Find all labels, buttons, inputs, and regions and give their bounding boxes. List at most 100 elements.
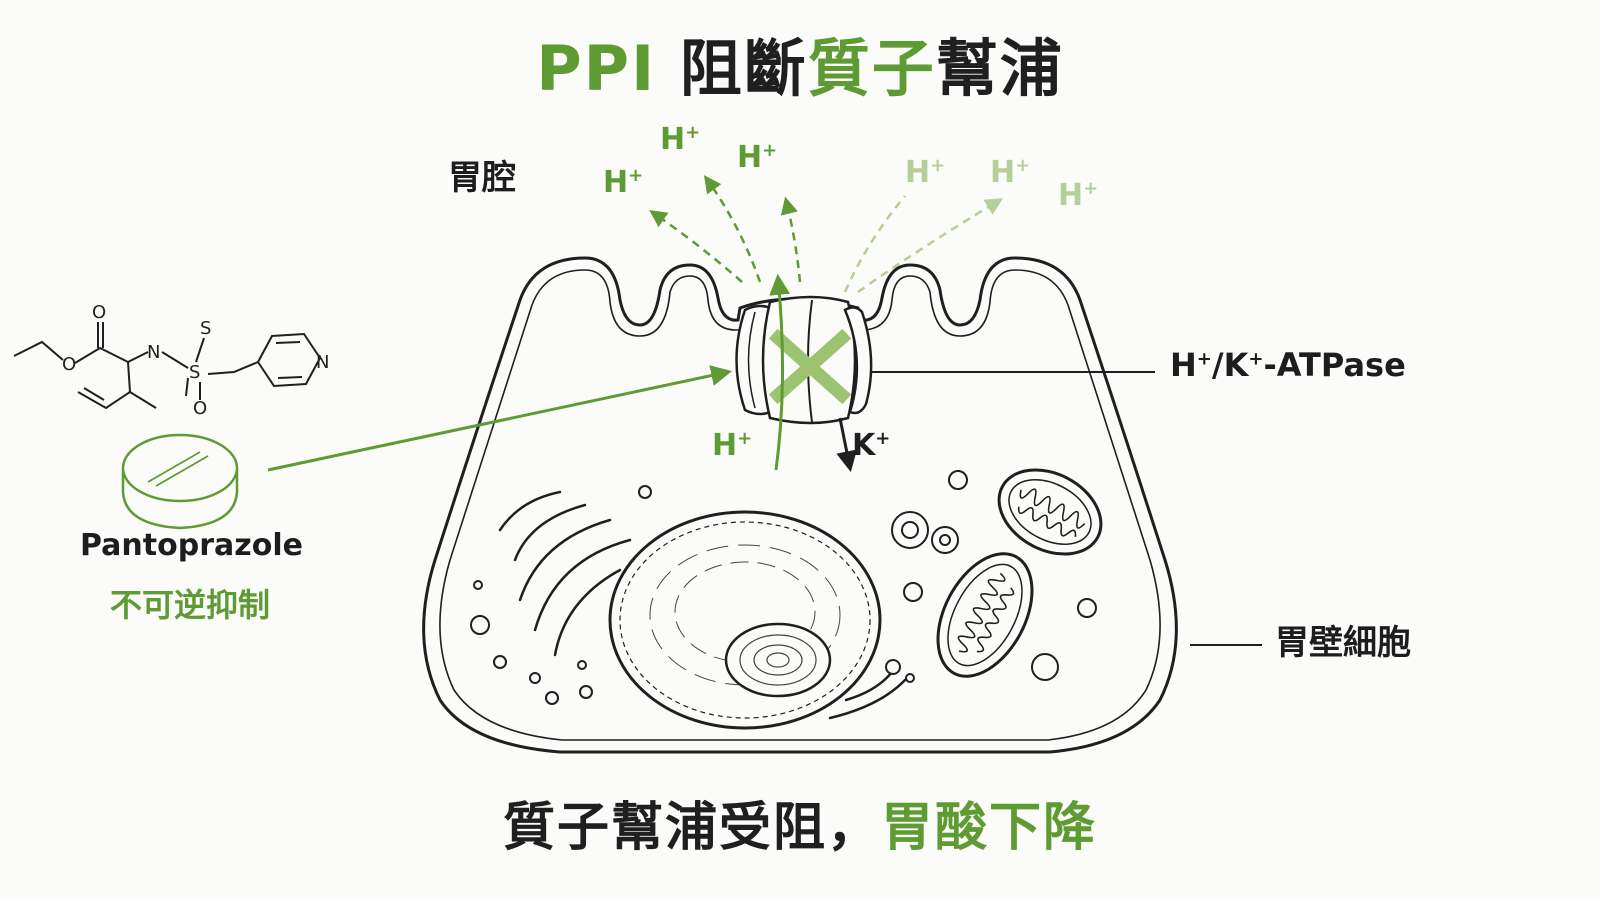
vesicle bbox=[470, 615, 490, 635]
vesicles bbox=[470, 470, 1097, 705]
h-ion-label-faded: H+ bbox=[990, 155, 1030, 190]
caption-part-1: 質子幫浦受阻， bbox=[502, 798, 881, 858]
title-part-3: 幫浦 bbox=[935, 32, 1064, 105]
amide-bond bbox=[127, 351, 149, 363]
h-arrow-dashed-3 bbox=[780, 196, 802, 283]
pyridine-double-1 bbox=[275, 341, 301, 344]
methyl bbox=[129, 391, 157, 409]
nucleolus-ring-1 bbox=[739, 634, 817, 686]
lumen-label: 胃腔 bbox=[448, 158, 516, 198]
vesicle bbox=[901, 521, 919, 539]
golgi-cisterna-2 bbox=[513, 503, 587, 562]
vesicle bbox=[638, 485, 652, 499]
vesicle bbox=[903, 582, 923, 602]
pill-score-2 bbox=[155, 455, 209, 487]
vesicle bbox=[493, 655, 507, 669]
pill-icon bbox=[121, 433, 239, 530]
caption-part-2: 胃酸下降 bbox=[881, 798, 1098, 858]
nucleus-inner-envelope bbox=[619, 521, 871, 719]
er-tube-1 bbox=[828, 678, 907, 720]
h-arrow-faded-2 bbox=[857, 198, 1004, 294]
h-ion-label-faded: H+ bbox=[1058, 178, 1098, 213]
cell-membrane-inner bbox=[439, 269, 1161, 741]
atom-n-pyridine: N bbox=[316, 352, 329, 373]
ion-symbol: H bbox=[905, 155, 931, 190]
ring-left-double bbox=[83, 387, 105, 401]
atpase-k-charge: + bbox=[1248, 348, 1264, 370]
ion-charge: + bbox=[930, 155, 946, 176]
vesicle bbox=[579, 685, 593, 699]
ion-charge: + bbox=[628, 165, 644, 186]
h-ion-label: H+ bbox=[603, 165, 643, 200]
s-s-bond bbox=[195, 337, 205, 363]
ring-left bbox=[74, 346, 132, 410]
h-arrow-through-pump bbox=[769, 273, 791, 471]
k-arrow bbox=[836, 417, 858, 473]
molecule-structure bbox=[13, 322, 322, 410]
golgi-cisterna-1 bbox=[498, 490, 562, 532]
drug-action-line bbox=[267, 365, 733, 472]
h-arrow-faded-1 bbox=[843, 195, 906, 293]
ion-symbol: H bbox=[1058, 178, 1084, 213]
h-ion-label-faded: H+ bbox=[905, 155, 945, 190]
pill-top bbox=[121, 433, 239, 503]
ion-charge: + bbox=[685, 122, 701, 143]
ion-symbol: H bbox=[660, 122, 686, 157]
parietal-cell bbox=[422, 256, 1178, 754]
golgi-cisterna-3 bbox=[518, 518, 612, 602]
inhibition-label: 不可逆抑制 bbox=[109, 586, 270, 624]
nucleus bbox=[608, 510, 882, 730]
proton-flow bbox=[267, 175, 1262, 646]
vesicle bbox=[948, 470, 968, 490]
golgi-apparatus bbox=[498, 490, 907, 720]
ion-charge: + bbox=[762, 140, 778, 161]
vesicle bbox=[1077, 598, 1097, 618]
ion-symbol: K bbox=[852, 428, 876, 463]
atpase-label: H+/K+-ATPase bbox=[1170, 346, 1406, 384]
vesicle bbox=[939, 534, 951, 546]
atom-o-top: O bbox=[92, 302, 106, 323]
h-ion-label: H+ bbox=[737, 140, 777, 175]
atpase-rest: -ATPase bbox=[1263, 346, 1406, 384]
drug-name-label: Pantoprazole bbox=[80, 528, 303, 563]
ion-charge: + bbox=[1015, 155, 1031, 176]
ion-charge: + bbox=[875, 428, 891, 449]
ion-symbol: H bbox=[737, 140, 763, 175]
golgi-cisterna-4 bbox=[533, 538, 632, 632]
golgi-cisterna-5 bbox=[553, 568, 622, 657]
atom-s-top: S bbox=[200, 318, 211, 339]
atpase-h-charge: + bbox=[1196, 348, 1212, 370]
vesicle bbox=[473, 580, 483, 590]
mitochondrion-lower bbox=[936, 552, 1034, 678]
ion-symbol: H bbox=[990, 155, 1016, 190]
s-methyl bbox=[185, 377, 189, 397]
vesicle bbox=[885, 659, 901, 675]
parietal-cell-label: 胃壁細胞 bbox=[1275, 623, 1411, 663]
atom-o-bottom: O bbox=[193, 398, 207, 419]
mitochondria bbox=[936, 468, 1103, 678]
proton-pump bbox=[735, 295, 873, 425]
vesicle bbox=[577, 660, 587, 670]
nucleus-envelope bbox=[608, 510, 882, 730]
h-arrow-dashed-1 bbox=[649, 210, 743, 283]
pump-x-mark-b bbox=[768, 328, 852, 405]
pyridine-double-2 bbox=[277, 376, 303, 379]
nucleolus-ring-2 bbox=[753, 644, 803, 676]
vesicle bbox=[1031, 653, 1059, 681]
atpase-k: /K bbox=[1211, 346, 1249, 384]
s-ch2 bbox=[207, 361, 259, 375]
vesicle bbox=[545, 691, 559, 705]
bottom-caption: 質子幫浦受阻，胃酸下降 bbox=[0, 785, 1600, 860]
ethyl-chain bbox=[13, 340, 64, 361]
vesicle bbox=[905, 673, 915, 683]
atom-o-ring: O bbox=[62, 354, 76, 375]
pyridine-ring bbox=[256, 332, 322, 388]
pill-score-1 bbox=[147, 451, 201, 483]
ion-symbol: H bbox=[712, 428, 738, 463]
title-part-2: 質子 bbox=[807, 32, 936, 105]
pump-right-lobe bbox=[843, 306, 873, 415]
ion-symbol: H bbox=[603, 165, 629, 200]
title-prefix: PPI bbox=[536, 32, 657, 105]
h-ion-label-cytoplasm: H+ bbox=[712, 428, 752, 463]
